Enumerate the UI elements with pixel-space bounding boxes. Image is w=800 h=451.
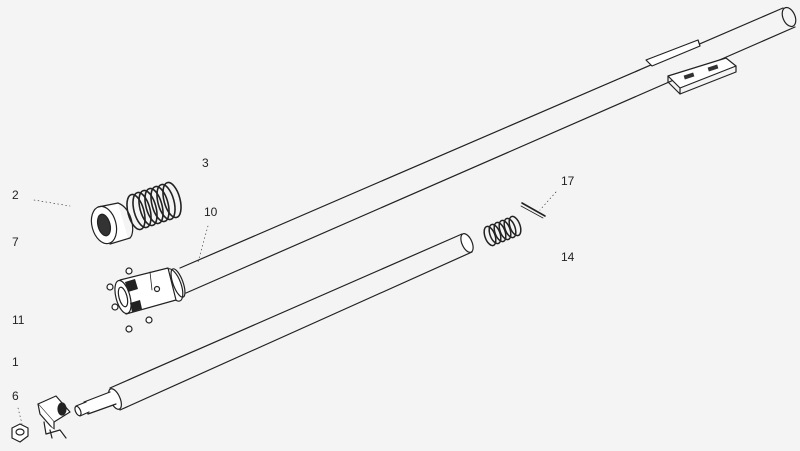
callout-14: 14 [561, 250, 575, 264]
callout-1: 1 [12, 355, 19, 369]
inner-shaft [74, 233, 474, 417]
pin [520, 202, 546, 219]
spring-large [126, 181, 182, 231]
callout-6: 6 [12, 389, 19, 403]
callout-2: 2 [12, 188, 19, 202]
balls [106, 267, 161, 333]
nut [11, 423, 29, 443]
mounting-bracket [645, 39, 737, 95]
callout-3: 3 [202, 156, 209, 170]
callout-10: 10 [204, 205, 218, 219]
callout-7: 7 [12, 235, 19, 249]
leader-lines [17, 191, 557, 425]
yoke-fitting [37, 395, 71, 439]
callout-17: 17 [561, 174, 575, 188]
splined-sleeve [114, 267, 177, 315]
callout-11: 11 [12, 313, 25, 327]
bushing [90, 202, 134, 246]
outer-shaft-tube [179, 6, 797, 294]
spring-small [483, 215, 522, 247]
